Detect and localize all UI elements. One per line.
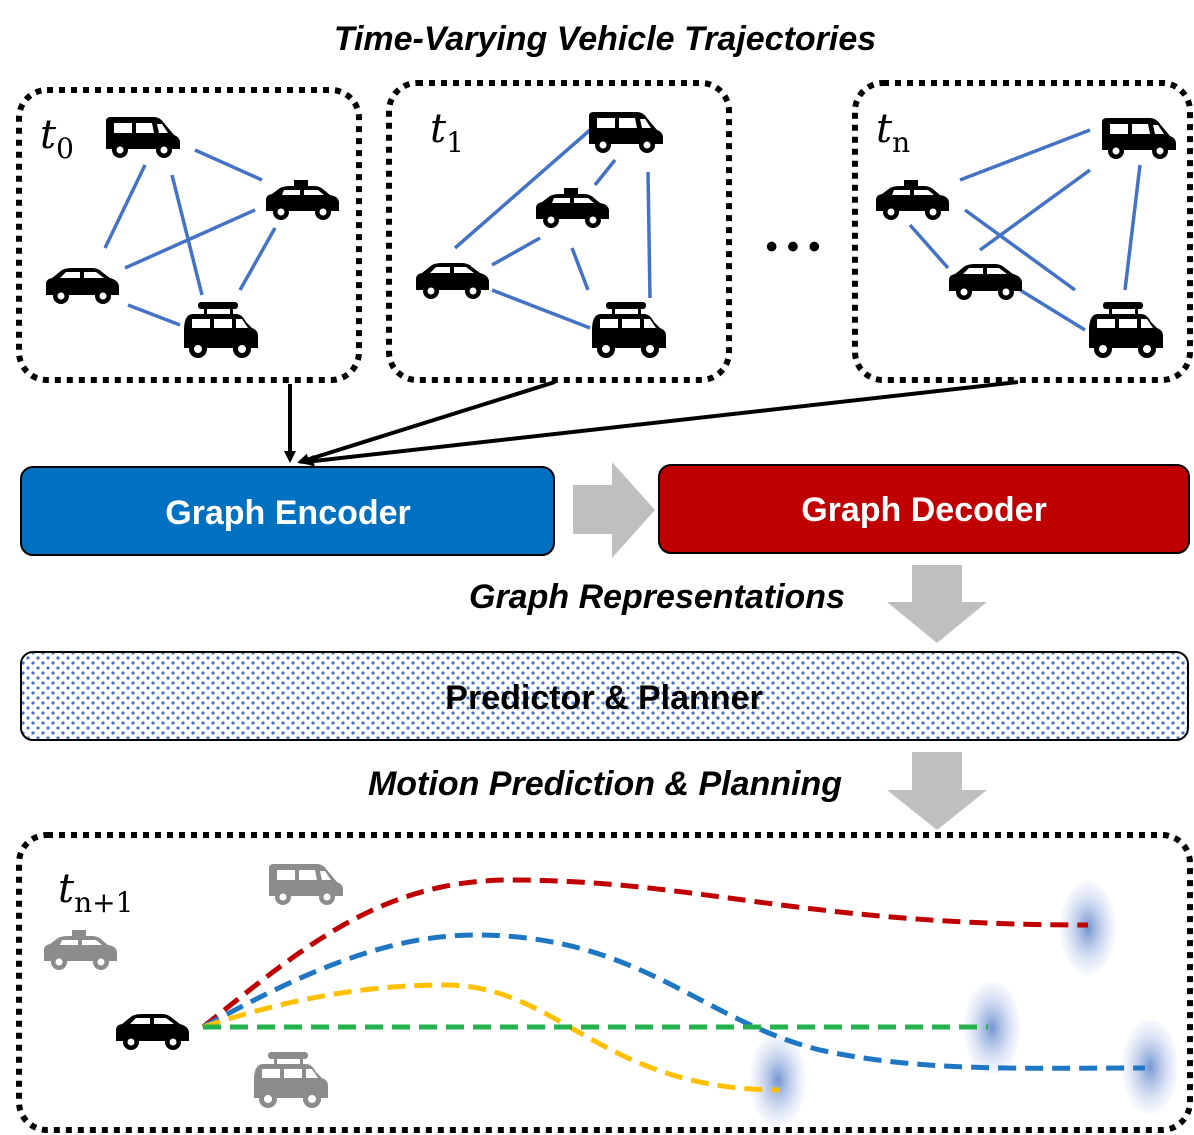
ego-car-icon: [116, 1014, 189, 1050]
frame-t0-border: [16, 87, 362, 383]
graph-encoder-box: [20, 466, 555, 556]
predictor-planner-label: Predictor & Planner: [445, 679, 762, 717]
frame-t0-edges: [103, 148, 277, 327]
trajectory-blue: [201, 932, 1146, 1071]
decoder-to-predictor-arrow: [887, 565, 987, 643]
predictor-to-output-arrow: [887, 752, 987, 830]
graph-encoder: Graph Encoder: [20, 466, 555, 556]
frame-tn-label: tn: [876, 106, 910, 159]
frame-t1-edges: [453, 128, 652, 330]
frame-tn: tn: [852, 80, 1193, 383]
ellipsis: • • •: [766, 228, 821, 266]
ghost-taxi-icon: [44, 930, 117, 970]
motion-prediction-label: Motion Prediction & Planning: [368, 765, 842, 803]
ghost-suv-icon: [254, 1052, 328, 1108]
trajectory-red: [201, 877, 1089, 1029]
predicted-trajectories: [201, 877, 1146, 1093]
car-icon: [949, 264, 1022, 300]
graph-encoder-label: Graph Encoder: [165, 494, 411, 532]
trajectory-yellow: [202, 982, 781, 1093]
predictor-planner: Predictor & Planner: [20, 651, 1189, 741]
van-icon: [589, 112, 663, 153]
frame-t0: t0: [16, 87, 362, 383]
endpoint-blob-yellow: [750, 1033, 806, 1127]
van-icon: [106, 117, 180, 158]
frame-t1-label: t1: [430, 106, 464, 159]
frame-tn1-label: tn+1: [58, 866, 133, 919]
endpoint-blob-blue: [1122, 1020, 1178, 1114]
suv-icon: [592, 302, 666, 358]
frame-tn-border: [852, 80, 1193, 383]
car-icon: [46, 268, 119, 304]
input-arrows: [284, 380, 1019, 467]
ghost-van-icon: [269, 864, 343, 905]
graph-decoder: Graph Decoder: [658, 464, 1190, 554]
endpoint-blob-green: [964, 981, 1020, 1075]
taxi-icon: [876, 180, 949, 220]
predictor-planner-pattern: [22, 653, 1187, 739]
frame-tn1: tn+1: [16, 832, 1193, 1133]
top-title: Time-Varying Vehicle Trajectories: [334, 20, 876, 58]
graph-decoder-box: [658, 464, 1190, 554]
graph-representations-label: Graph Representations: [469, 578, 845, 616]
endpoint-blob-red: [1060, 881, 1116, 975]
graph-decoder-label: Graph Decoder: [801, 491, 1047, 529]
frame-tn1-border: [16, 832, 1193, 1133]
frame-t0-label: t0: [40, 112, 74, 165]
suv-icon: [1089, 302, 1163, 358]
car-icon: [416, 263, 489, 299]
taxi-icon: [536, 188, 609, 228]
encoder-to-decoder-arrow: [573, 462, 655, 558]
van-icon: [1102, 118, 1176, 159]
frame-t1: t1: [386, 80, 732, 383]
frame-tn-edges: [908, 128, 1142, 332]
suv-icon: [184, 302, 258, 358]
taxi-icon: [266, 180, 339, 220]
frame-t1-border: [386, 80, 732, 383]
